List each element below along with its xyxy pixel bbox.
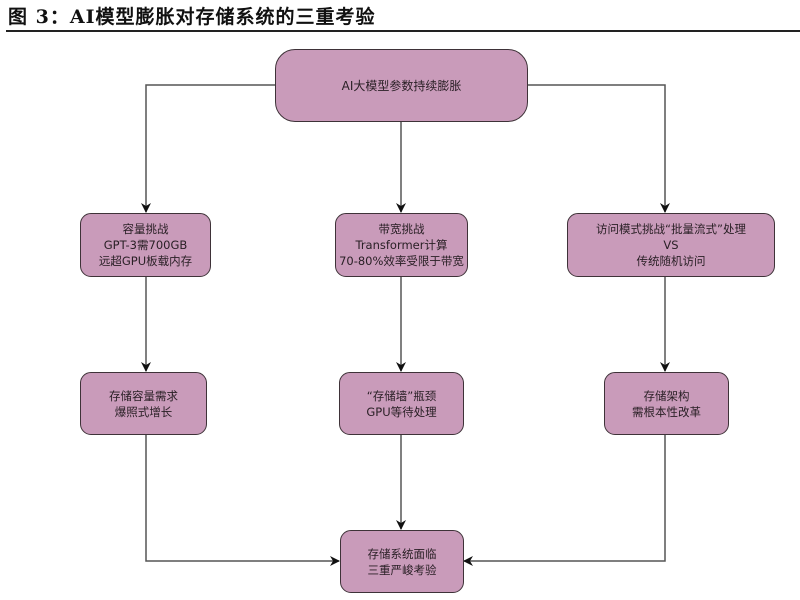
node-root-text: AI大模型参数持续膨胀 [341,78,462,93]
node-access-challenge: 访问模式挑战“批量流式”处理 VS 传统随机访问 [567,213,775,277]
node-text-line: 远超GPU板载内存 [98,254,193,268]
node-bandwidth-result: “存储墙”瓶颈 GPU等待处理 [339,372,464,435]
node-bandwidth-challenge: 带宽挑战 Transformer计算 70-80%效率受限于带宽 [335,213,468,277]
figure-title: 图 3：AI模型膨胀对存储系统的三重考验 [8,6,376,28]
node-text-line: 存储系统面临 [367,546,437,561]
node-capacity-challenge: 容量挑战 GPT-3需700GB 远超GPU板载内存 [80,213,211,277]
edge-root-to-capacity-challenge [141,84,275,213]
node-text-line: 存储架构 [643,388,690,403]
node-text-line: 存储容量需求 [109,388,178,403]
node-access-result: 存储架构 需根本性改革 [604,372,729,435]
node-text-line: 访问模式挑战“批量流式”处理 [596,222,746,236]
node-text-line: 三重严峻考验 [367,562,437,577]
node-text-line: GPT-3需700GB [103,238,188,252]
node-text-line: “存储墙”瓶颈 [366,388,437,403]
node-text-line: GPU等待处理 [366,404,437,419]
edge-capacity-result-to-conclusion [145,434,340,566]
node-root: AI大模型参数持续膨胀 [275,49,528,122]
edge-root-to-access-challenge [528,84,670,213]
node-text-line: 爆照式增长 [114,404,173,419]
node-text-line: 容量挑战 [122,222,169,236]
node-text-line: 需根本性改革 [632,404,701,419]
node-conclusion: 存储系统面临 三重严峻考验 [340,530,464,593]
node-capacity-result: 存储容量需求 爆照式增长 [80,372,207,435]
node-text-line: VS [663,238,679,252]
node-text-line: 70-80%效率受限于带宽 [339,254,464,268]
title-divider [6,30,800,32]
node-text-line: Transformer计算 [355,238,448,252]
edge-access-result-to-conclusion [463,434,666,566]
node-text-line: 传统随机访问 [636,254,706,268]
node-text-line: 带宽挑战 [378,222,425,236]
